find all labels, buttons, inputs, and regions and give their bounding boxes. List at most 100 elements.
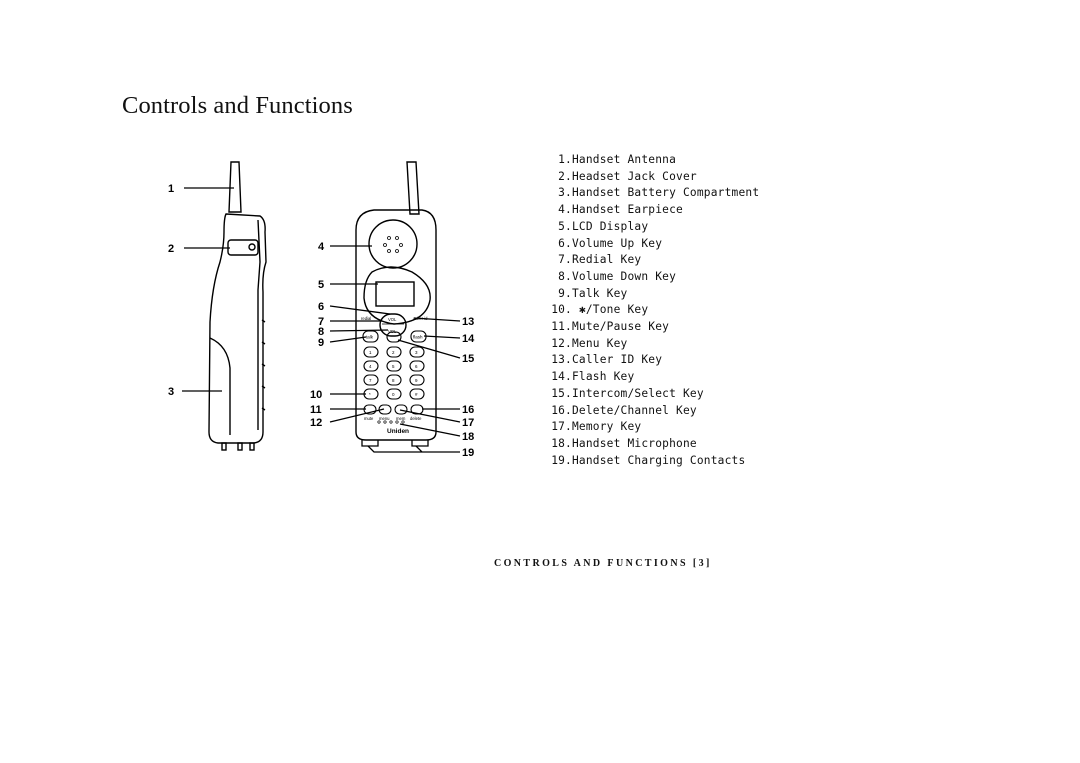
side-back-edge bbox=[257, 219, 261, 430]
part-number: 3. bbox=[558, 186, 572, 200]
part-number: 11. bbox=[551, 320, 572, 334]
part-number: 18. bbox=[551, 436, 572, 450]
talk-key-label: talk bbox=[366, 335, 374, 340]
list-item: 17.Memory Key bbox=[542, 419, 759, 436]
earpiece-hole bbox=[387, 249, 391, 253]
part-label: Handset Charging Contacts bbox=[572, 453, 746, 467]
list-item: 8.Volume Down Key bbox=[542, 269, 759, 286]
earpiece-hole bbox=[395, 236, 399, 240]
leader-17 bbox=[399, 409, 461, 423]
part-number: 13. bbox=[551, 353, 572, 367]
lcd-display bbox=[375, 281, 415, 307]
mic-hole bbox=[401, 420, 405, 424]
part-number: 12. bbox=[551, 336, 572, 350]
callout-10: 10 bbox=[310, 389, 322, 401]
list-item: 18.Handset Microphone bbox=[542, 436, 759, 453]
digit-key-8 bbox=[386, 374, 402, 386]
page-title: Controls and Functions bbox=[122, 92, 353, 119]
side-handset-body bbox=[208, 213, 267, 444]
leader-6 bbox=[329, 305, 391, 315]
list-item: 5.LCD Display bbox=[542, 219, 759, 236]
star-tone-key bbox=[363, 388, 379, 400]
digit-key-7 bbox=[363, 374, 379, 386]
digit-label-2: 2 bbox=[392, 350, 395, 355]
control-pad bbox=[379, 313, 407, 337]
volume-up-key-label: VOL bbox=[388, 317, 397, 322]
side-antenna bbox=[228, 161, 242, 213]
earpiece-hole bbox=[383, 243, 387, 247]
callout-15: 15 bbox=[462, 353, 474, 365]
part-number: 8. bbox=[558, 269, 572, 283]
callout-5: 5 bbox=[318, 279, 324, 291]
digit-key-1 bbox=[363, 346, 379, 358]
redial-key-label: redial bbox=[361, 316, 371, 321]
digit-key-9 bbox=[409, 374, 425, 386]
memory-key-label: mem bbox=[396, 416, 406, 421]
front-view-handset bbox=[355, 161, 437, 441]
callout-1: 1 bbox=[168, 183, 174, 195]
callout-8: 8 bbox=[318, 326, 324, 338]
list-item: 15.Intercom/Select Key bbox=[542, 386, 759, 403]
callout-13: 13 bbox=[462, 316, 474, 328]
side-foot-2 bbox=[237, 442, 243, 451]
delete-key-label: delete bbox=[410, 416, 422, 421]
part-label: Headset Jack Cover bbox=[572, 169, 697, 183]
flash-key-label: flash bbox=[413, 335, 423, 340]
part-number: 5. bbox=[558, 219, 572, 233]
digit-key-4 bbox=[363, 360, 379, 372]
part-label: Caller ID Key bbox=[572, 353, 663, 367]
part-number: 1. bbox=[558, 153, 572, 166]
leader-19 bbox=[367, 445, 460, 453]
front-handset-body bbox=[355, 209, 437, 441]
callout-7: 7 bbox=[318, 316, 324, 328]
leader-18 bbox=[399, 423, 461, 437]
part-label: Handset Battery Compartment bbox=[572, 186, 760, 200]
part-label: Delete/Channel Key bbox=[572, 403, 697, 417]
callout-19: 19 bbox=[462, 447, 474, 459]
charging-contact-left bbox=[361, 440, 379, 447]
part-number: 16. bbox=[551, 403, 572, 417]
earpiece bbox=[368, 219, 418, 269]
headset-jack-cover bbox=[227, 239, 259, 256]
parts-list: 1.Handset Antenna 2.Headset Jack Cover 3… bbox=[542, 152, 759, 469]
part-label: Handset Earpiece bbox=[572, 203, 683, 217]
digit-key-2 bbox=[386, 346, 402, 358]
charging-contacts bbox=[361, 440, 429, 447]
leader-14 bbox=[423, 335, 461, 339]
front-antenna bbox=[406, 161, 420, 215]
digit-label-6: 6 bbox=[415, 364, 418, 369]
list-item: 11.Mute/Pause Key bbox=[542, 319, 759, 336]
callout-2: 2 bbox=[168, 243, 174, 255]
list-item: 7.Redial Key bbox=[542, 252, 759, 269]
part-label: Intercom/Select Key bbox=[572, 386, 704, 400]
part-number: 9. bbox=[558, 286, 572, 300]
side-grip-ridges bbox=[261, 319, 266, 411]
mic-hole bbox=[395, 420, 399, 424]
handset-illustration: 1 2 3 redial caller id VOL VOL bbox=[160, 150, 490, 470]
earpiece-holes bbox=[383, 236, 403, 253]
part-label: Talk Key bbox=[572, 286, 628, 300]
part-number: 15. bbox=[551, 386, 572, 400]
handset-diagram: 1 2 3 redial caller id VOL VOL bbox=[168, 161, 475, 459]
pound-key bbox=[409, 388, 425, 400]
callout-11: 11 bbox=[310, 404, 322, 416]
brand-logo: Uniden bbox=[387, 428, 409, 435]
part-label: Volume Down Key bbox=[572, 269, 677, 283]
callout-17: 17 bbox=[462, 417, 474, 429]
side-foot-1 bbox=[221, 442, 227, 451]
mic-hole bbox=[383, 420, 387, 424]
digit-key-3 bbox=[409, 346, 425, 358]
headset-jack bbox=[248, 243, 256, 251]
page-footer: CONTROLS AND FUNCTIONS [3] bbox=[494, 558, 712, 569]
earpiece-hole bbox=[399, 243, 403, 247]
list-item: 6.Volume Up Key bbox=[542, 236, 759, 253]
list-item: 4.Handset Earpiece bbox=[542, 202, 759, 219]
part-number: 10. bbox=[551, 303, 572, 317]
digit-label-3: 3 bbox=[415, 350, 418, 355]
star-key-label: * bbox=[369, 392, 371, 397]
charging-contact-right bbox=[411, 440, 429, 447]
mic-hole bbox=[389, 420, 393, 424]
digit-label-9: 9 bbox=[415, 378, 418, 383]
part-label: Memory Key bbox=[572, 420, 642, 434]
leader-15 bbox=[397, 339, 461, 359]
